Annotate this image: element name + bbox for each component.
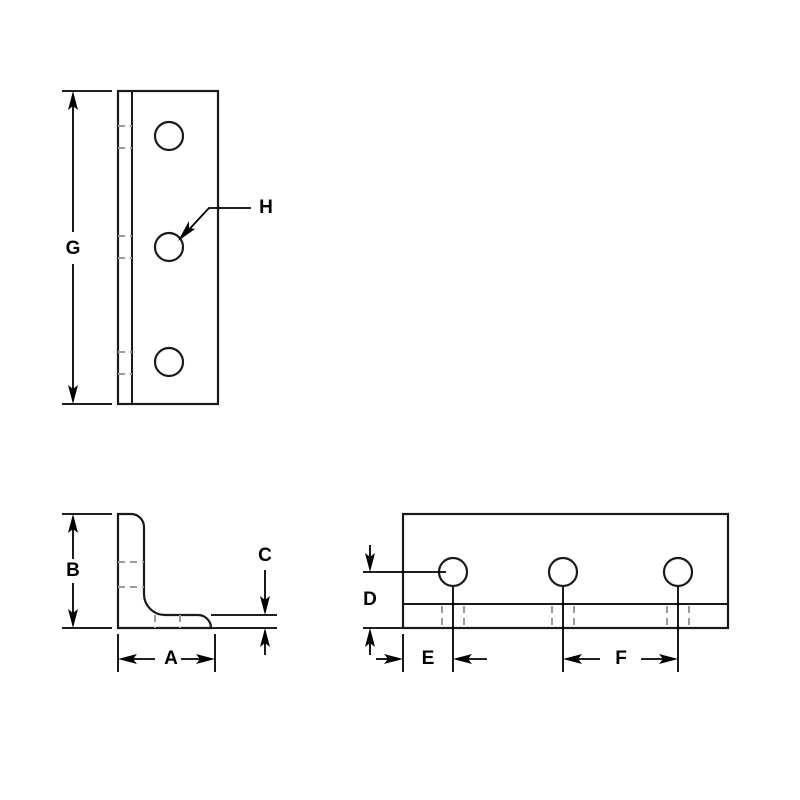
top-view-hole-2 xyxy=(547,556,579,588)
dimension-G-arrow-top xyxy=(68,91,78,110)
callout-H-leader-line xyxy=(182,207,251,237)
top-view-hole-centerlines xyxy=(452,586,679,672)
dimension-G-arrow-bottom xyxy=(68,385,78,404)
dimension-B-arrow-bottom xyxy=(68,609,78,628)
dimension-G: G xyxy=(62,90,112,405)
dimension-A-arrow-left xyxy=(118,654,137,664)
dimension-D: D xyxy=(363,545,446,655)
dimension-C-label: C xyxy=(258,545,272,566)
callout-H-arrow xyxy=(178,221,195,241)
callout-H: H xyxy=(178,197,273,241)
front-view-hole-1 xyxy=(153,120,185,152)
dimension-B-label: B xyxy=(66,560,80,581)
dimension-E: E xyxy=(376,634,487,672)
dimension-C-arrow-upper xyxy=(260,596,270,615)
dimension-F: F xyxy=(563,648,678,669)
dimension-F-arrow-right xyxy=(659,654,678,664)
dimension-G-label: G xyxy=(66,238,81,259)
dimension-C-arrow-lower xyxy=(260,628,270,647)
dimension-F-label: F xyxy=(615,648,627,669)
side-profile-hidden-lines xyxy=(118,561,181,628)
front-view-hole-2 xyxy=(153,231,185,263)
dimension-F-arrow-left xyxy=(563,654,582,664)
dimension-E-arrow-right xyxy=(453,654,472,664)
dimension-A-arrow-right xyxy=(196,654,215,664)
dimension-A: A xyxy=(117,634,216,672)
dimension-D-label: D xyxy=(363,589,377,610)
top-view-hole-3 xyxy=(662,556,694,588)
dimension-B-arrow-top xyxy=(68,514,78,533)
side-profile-view: B A C xyxy=(62,512,277,672)
dimension-D-arrow-upper xyxy=(365,553,375,572)
dimension-E-arrow-left xyxy=(384,654,403,664)
dimension-A-label: A xyxy=(164,648,178,669)
top-view-hidden-lines xyxy=(441,606,690,626)
side-profile-outline xyxy=(116,512,213,630)
top-view: D E F xyxy=(363,512,730,672)
front-view: G H xyxy=(62,89,273,406)
dimension-C: C xyxy=(211,545,277,655)
dimension-B: B xyxy=(62,513,112,629)
front-view-hole-3 xyxy=(153,346,185,378)
front-view-hidden-lines xyxy=(118,125,132,375)
dimension-D-arrow-lower xyxy=(365,628,375,647)
dimension-E-label: E xyxy=(422,648,435,669)
callout-H-label: H xyxy=(259,197,273,218)
